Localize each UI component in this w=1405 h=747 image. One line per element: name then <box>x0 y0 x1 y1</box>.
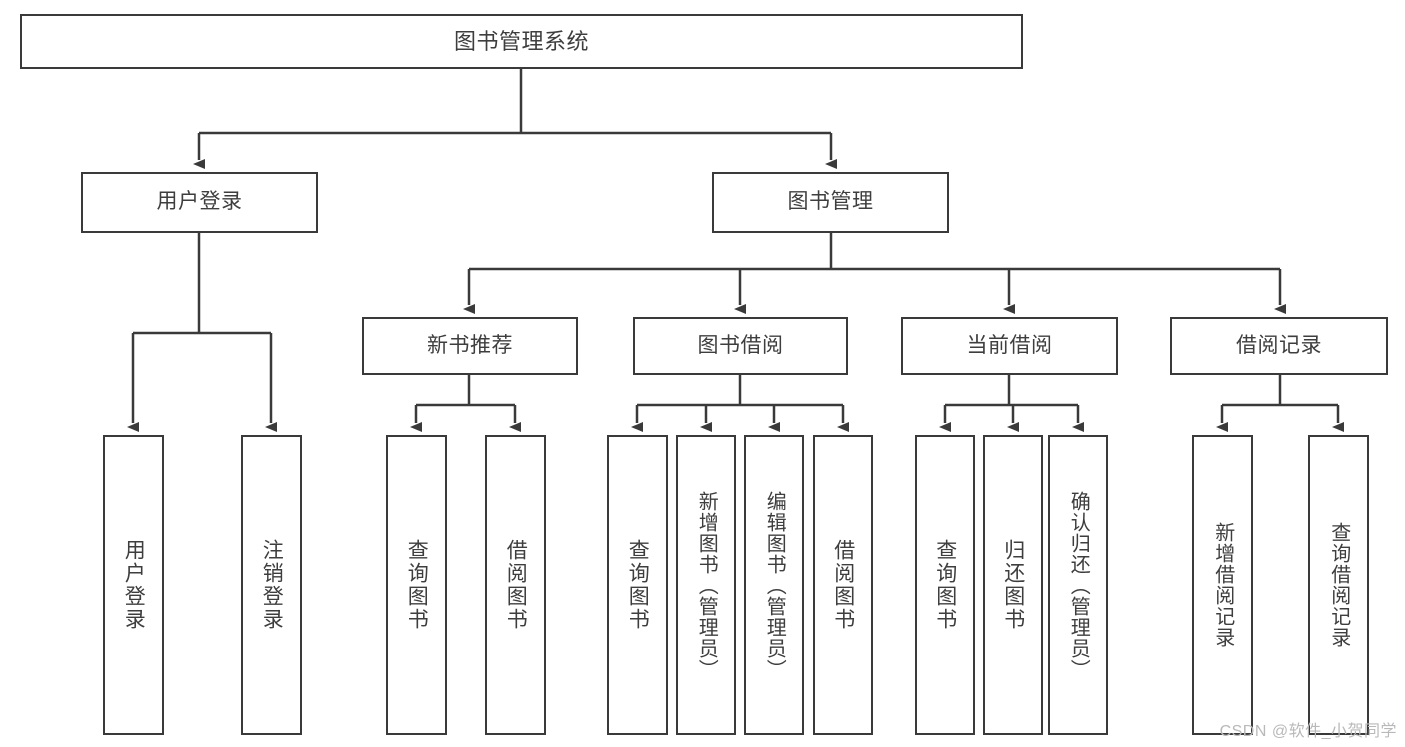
leaf-user-login-logout[interactable]: 注销登录 <box>241 435 302 735</box>
node-label: 归还图书 <box>1001 539 1025 631</box>
node-current-borrow[interactable]: 当前借阅 <box>901 317 1118 375</box>
node-new-book-recommend[interactable]: 新书推荐 <box>362 317 578 375</box>
leaf-book-borrow-borrow[interactable]: 借阅图书 <box>813 435 873 735</box>
node-label: 用户登录 <box>122 539 146 631</box>
node-label: 查询图书 <box>933 539 957 631</box>
leaf-book-borrow-add[interactable]: 新增图书（管理员） <box>676 435 736 735</box>
node-root-system[interactable]: 图书管理系统 <box>20 14 1023 69</box>
leaf-new-book-borrow[interactable]: 借阅图书 <box>485 435 546 735</box>
node-label: 确认归还（管理员） <box>1067 490 1090 680</box>
leaf-current-borrow-return[interactable]: 归还图书 <box>983 435 1043 735</box>
node-label: 编辑图书（管理员） <box>763 490 786 680</box>
leaf-borrow-record-add[interactable]: 新增借阅记录 <box>1192 435 1253 735</box>
node-label: 图书借阅 <box>697 333 784 357</box>
leaf-current-borrow-query[interactable]: 查询图书 <box>915 435 975 735</box>
node-label: 借阅图书 <box>504 539 528 631</box>
node-label: 注销登录 <box>260 539 284 631</box>
leaf-new-book-query[interactable]: 查询图书 <box>386 435 447 735</box>
node-borrow-record[interactable]: 借阅记录 <box>1170 317 1388 375</box>
node-label: 新增借阅记录 <box>1211 522 1234 648</box>
node-user-login[interactable]: 用户登录 <box>81 172 318 233</box>
node-label: 查询图书 <box>626 539 650 631</box>
node-book-management[interactable]: 图书管理 <box>712 172 949 233</box>
node-label: 用户登录 <box>156 190 243 214</box>
node-label: 借阅图书 <box>831 539 855 631</box>
leaf-current-borrow-confirm-return[interactable]: 确认归还（管理员） <box>1048 435 1108 735</box>
watermark: CSDN @软件_小贺同学 <box>1219 723 1397 740</box>
node-label: 新增图书（管理员） <box>695 490 718 680</box>
node-book-borrow[interactable]: 图书借阅 <box>633 317 848 375</box>
node-label: 查询借阅记录 <box>1327 522 1350 648</box>
leaf-user-login-login[interactable]: 用户登录 <box>103 435 164 735</box>
node-label: 借阅记录 <box>1236 333 1322 357</box>
node-label: 图书管理系统 <box>453 28 589 54</box>
leaf-book-borrow-edit[interactable]: 编辑图书（管理员） <box>744 435 804 735</box>
node-label: 查询图书 <box>405 539 429 631</box>
leaf-book-borrow-query[interactable]: 查询图书 <box>607 435 668 735</box>
node-label: 图书管理 <box>787 190 874 214</box>
leaf-borrow-record-query[interactable]: 查询借阅记录 <box>1308 435 1369 735</box>
node-label: 新书推荐 <box>427 333 513 357</box>
node-label: 当前借阅 <box>966 333 1053 357</box>
